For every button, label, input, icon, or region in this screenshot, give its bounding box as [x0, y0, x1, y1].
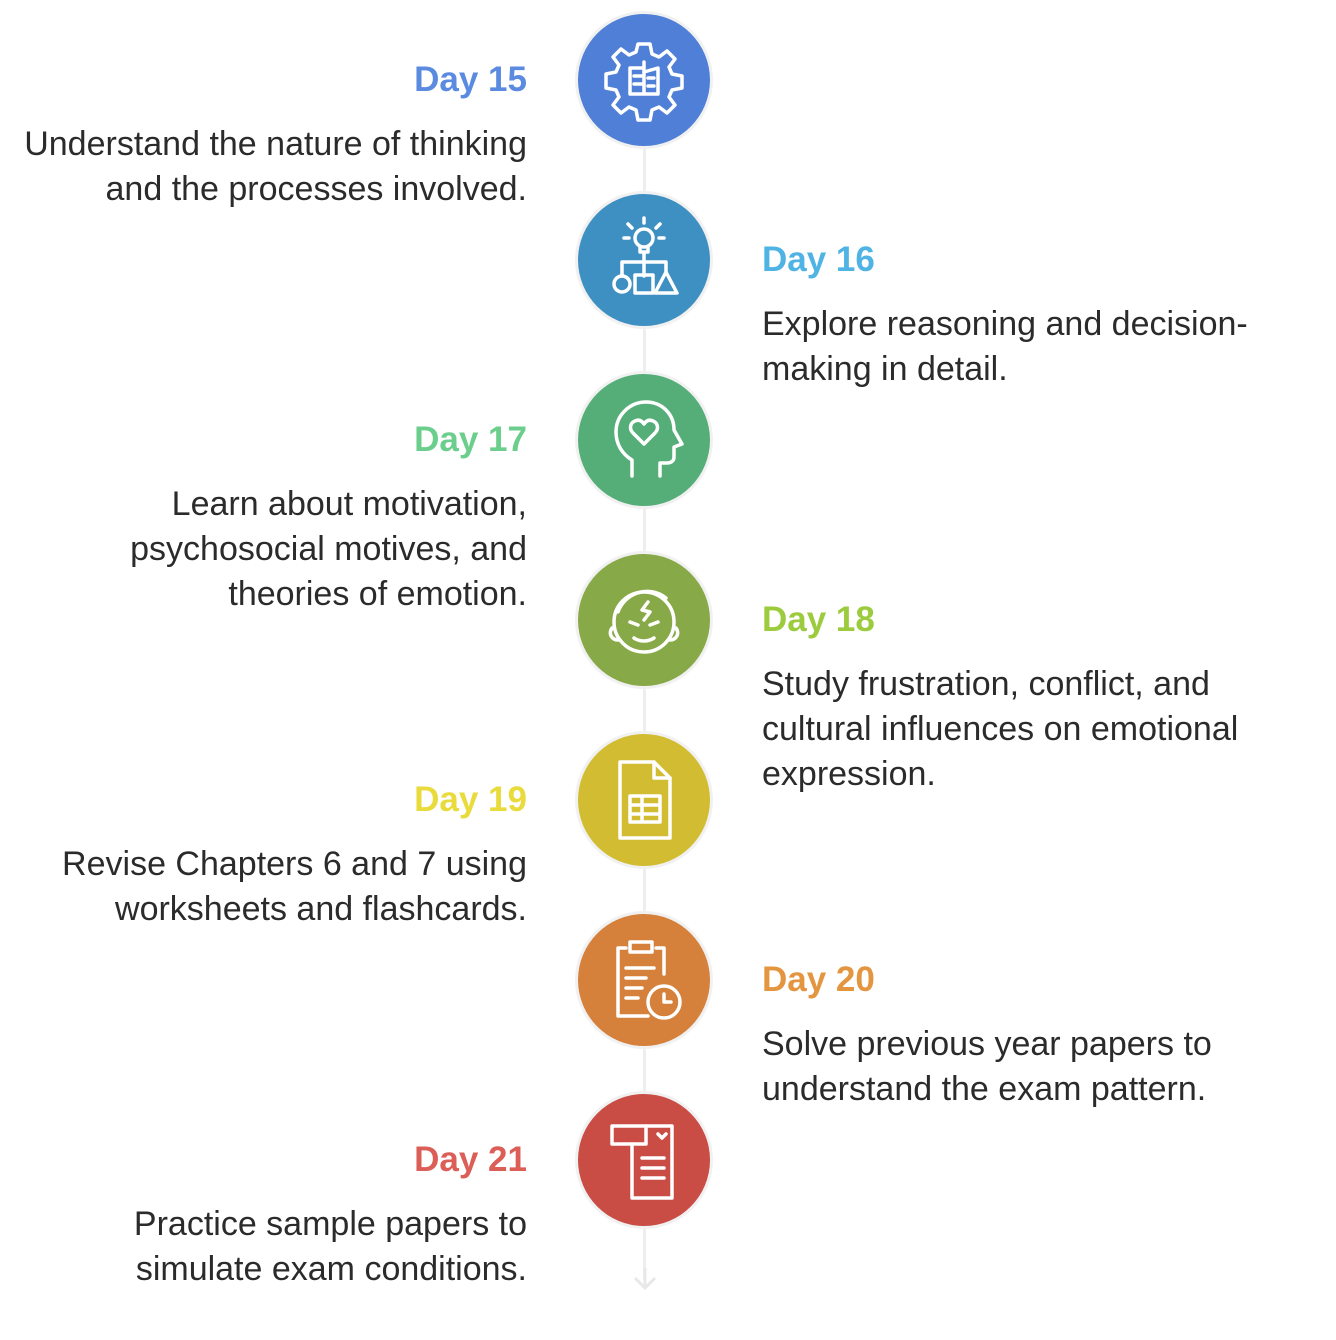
arrow-down-icon — [633, 1268, 657, 1290]
timeline-node-20 — [578, 914, 710, 1046]
day-description: Learn about motivation, psychosocial mot… — [130, 485, 527, 613]
timeline-node-15 — [578, 14, 710, 146]
day-description: Practice sample papers to simulate exam … — [133, 1205, 527, 1288]
day-label: Day 18 — [762, 600, 875, 639]
timeline-item: Day 21 Practice sample papers to simulate… — [7, 1140, 527, 1292]
timeline-item: Day 15 Understand the nature of thinking … — [7, 60, 527, 212]
gear-book-icon — [604, 42, 684, 122]
day-description: Solve previous year papers to understand… — [762, 1025, 1212, 1108]
day-description: Understand the nature of thinking and th… — [24, 125, 527, 208]
timeline-node-21 — [578, 1094, 710, 1226]
timeline-node-17 — [578, 374, 710, 506]
timeline-item: Day 16 Explore reasoning and decision-mak… — [762, 240, 1322, 392]
day-label: Day 19 — [414, 780, 527, 819]
day-label: Day 20 — [762, 960, 875, 999]
clipboard-clock-icon — [616, 940, 682, 1020]
timeline-item: Day 19 Revise Chapters 6 and 7 using work… — [7, 780, 527, 932]
timeline-item: Day 20 Solve previous year papers to unde… — [762, 960, 1322, 1112]
form-checklist-icon — [610, 1124, 674, 1200]
timeline-item: Day 17 Learn about motivation, psychosoci… — [7, 420, 527, 617]
day-description: Explore reasoning and decision-making in… — [762, 305, 1248, 388]
timeline-node-18 — [578, 554, 710, 686]
head-heart-icon — [614, 400, 684, 478]
frustrated-face-icon — [608, 589, 680, 654]
lightbulb-shapes-icon — [612, 216, 679, 295]
timeline-node-19 — [578, 734, 710, 866]
day-label: Day 15 — [414, 60, 527, 99]
day-label: Day 17 — [414, 420, 527, 459]
day-label: Day 16 — [762, 240, 875, 279]
spreadsheet-icon — [618, 760, 672, 840]
day-label: Day 21 — [414, 1140, 527, 1179]
day-description: Study frustration, conflict, and cultura… — [762, 665, 1239, 793]
timeline-item: Day 18 Study frustration, conflict, and c… — [762, 600, 1322, 797]
day-description: Revise Chapters 6 and 7 using worksheets… — [62, 845, 527, 928]
timeline-node-16 — [578, 194, 710, 326]
